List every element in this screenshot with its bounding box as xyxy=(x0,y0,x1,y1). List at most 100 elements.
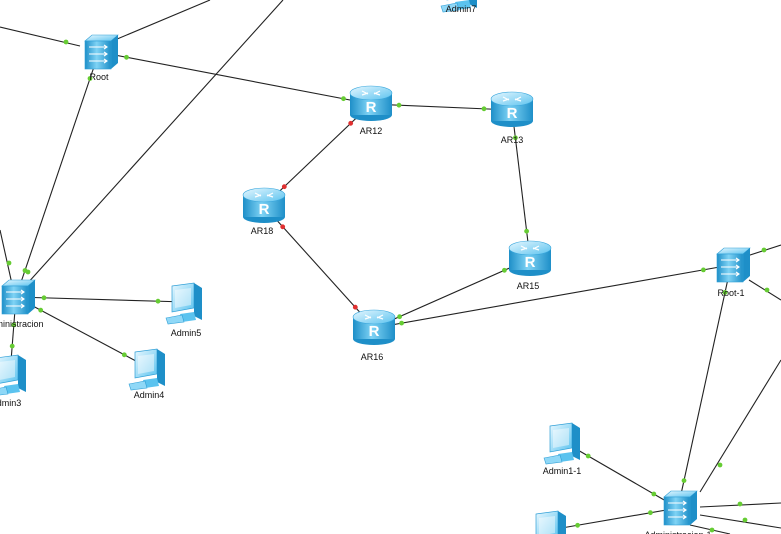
port-indicator-down xyxy=(280,224,286,230)
port-indicator-up xyxy=(742,517,748,523)
port-indicator-up xyxy=(761,247,767,253)
port-indicator-up xyxy=(481,106,487,112)
router-icon: R xyxy=(508,240,552,276)
port-indicator-up xyxy=(651,491,657,497)
port-indicator-up xyxy=(648,510,653,516)
pc-icon xyxy=(440,0,477,13)
link-offscreen[interactable] xyxy=(25,0,284,286)
pc-icon xyxy=(165,282,202,325)
port-indicator-up xyxy=(399,320,404,326)
port-indicator-up xyxy=(709,527,715,533)
port-indicator-up xyxy=(585,453,591,459)
router-icon: R xyxy=(242,187,286,223)
router-ar18[interactable]: R AR18 xyxy=(242,187,286,236)
port-indicator-down xyxy=(348,120,354,126)
port-indicator-up xyxy=(502,267,507,273)
node-label: Admin3 xyxy=(0,398,21,408)
svg-text:R: R xyxy=(259,201,270,218)
pc-icon xyxy=(128,348,165,391)
svg-text:R: R xyxy=(369,323,380,340)
node-label: Admin4 xyxy=(134,390,165,400)
node-label: Admin5 xyxy=(171,328,202,338)
port-indicator-up xyxy=(155,298,161,304)
link-offscreen[interactable] xyxy=(0,229,13,285)
port-indicator-up xyxy=(9,343,15,349)
port-indicator-up xyxy=(397,314,402,320)
link-offscreen[interactable] xyxy=(109,0,211,43)
svg-text:R: R xyxy=(507,105,518,122)
node-label: AR12 xyxy=(360,126,383,136)
link-ar12-ar13[interactable] xyxy=(370,103,513,111)
port-indicator-down xyxy=(352,304,358,310)
switch-icon xyxy=(716,247,751,283)
pc-icon xyxy=(543,422,580,465)
port-indicator-up xyxy=(717,462,723,468)
link-root1-administracion1[interactable] xyxy=(677,264,732,509)
port-indicator-up xyxy=(524,228,529,234)
pc-pc_bottom[interactable] xyxy=(530,510,566,534)
node-label: Admin1-1 xyxy=(543,466,582,476)
port-indicator-up xyxy=(38,307,44,313)
node-label: AR13 xyxy=(501,135,524,145)
node-label: Administracion-1 xyxy=(644,530,711,534)
link-ar12-ar18[interactable] xyxy=(263,103,372,207)
pc-icon xyxy=(0,354,26,396)
pc-admin1_1[interactable]: Admin1-1 xyxy=(543,422,582,476)
node-label: Root-1 xyxy=(717,288,744,298)
nodes-layer: RootAdmin7RAR12RAR13RAR18RAR15RAR16Root-… xyxy=(0,0,751,534)
port-indicator-up xyxy=(764,287,770,293)
router-ar15[interactable]: R AR15 xyxy=(508,240,552,291)
pc-admin7[interactable]: Admin7 xyxy=(440,0,477,14)
port-indicator-up xyxy=(396,102,402,108)
link-offscreen[interactable] xyxy=(699,514,781,529)
pc-admin3[interactable]: Admin3 xyxy=(0,354,26,408)
switch-icon xyxy=(84,34,119,70)
router-icon: R xyxy=(490,91,534,127)
port-indicator-up xyxy=(124,54,129,60)
switch-root[interactable]: Root xyxy=(84,34,119,82)
svg-text:R: R xyxy=(366,99,377,116)
port-indicator-up xyxy=(341,96,346,102)
ports-layer xyxy=(6,39,770,533)
port-indicator-up xyxy=(681,478,687,483)
link-offscreen[interactable] xyxy=(699,359,781,493)
router-ar12[interactable]: R AR12 xyxy=(349,85,393,136)
port-indicator-up xyxy=(6,260,12,266)
switch-administracion[interactable]: Administracion xyxy=(0,279,44,329)
svg-text:R: R xyxy=(525,254,536,271)
link-administracion-admin5[interactable] xyxy=(15,296,187,303)
pc-admin4[interactable]: Admin4 xyxy=(128,348,165,400)
link-administracion1-admin1_1[interactable] xyxy=(563,441,679,509)
node-label: AR15 xyxy=(517,281,540,291)
link-administracion1-pc_bottom[interactable] xyxy=(549,507,679,531)
link-root-administracion[interactable] xyxy=(15,51,100,298)
port-indicator-up xyxy=(575,522,580,528)
pc-icon xyxy=(535,510,566,534)
router-icon: R xyxy=(349,85,393,121)
port-indicator-up xyxy=(722,290,728,295)
node-label: Root xyxy=(89,72,109,82)
port-indicator-up xyxy=(121,352,127,358)
node-label: Administracion xyxy=(0,319,44,329)
link-root-ar12[interactable] xyxy=(98,51,372,105)
node-label: AR18 xyxy=(251,226,274,236)
link-ar18-ar16[interactable] xyxy=(263,205,375,329)
pc-admin5[interactable]: Admin5 xyxy=(165,282,202,338)
router-ar13[interactable]: R AR13 xyxy=(490,91,534,145)
router-icon: R xyxy=(352,309,396,345)
port-indicator-up xyxy=(25,269,31,275)
link-ar16-root1[interactable] xyxy=(373,264,732,329)
switch-icon xyxy=(1,279,36,315)
port-indicator-up xyxy=(87,76,93,81)
switch-root1[interactable]: Root-1 xyxy=(716,247,751,298)
node-label: Admin7 xyxy=(446,4,477,14)
link-administracion-admin4[interactable] xyxy=(15,296,150,369)
link-ar13-ar15[interactable] xyxy=(511,109,531,260)
port-indicator-up xyxy=(63,39,69,45)
switch-administracion1[interactable]: Administracion-1 xyxy=(644,490,712,534)
switch-icon xyxy=(663,490,698,526)
port-indicator-up xyxy=(513,135,518,141)
